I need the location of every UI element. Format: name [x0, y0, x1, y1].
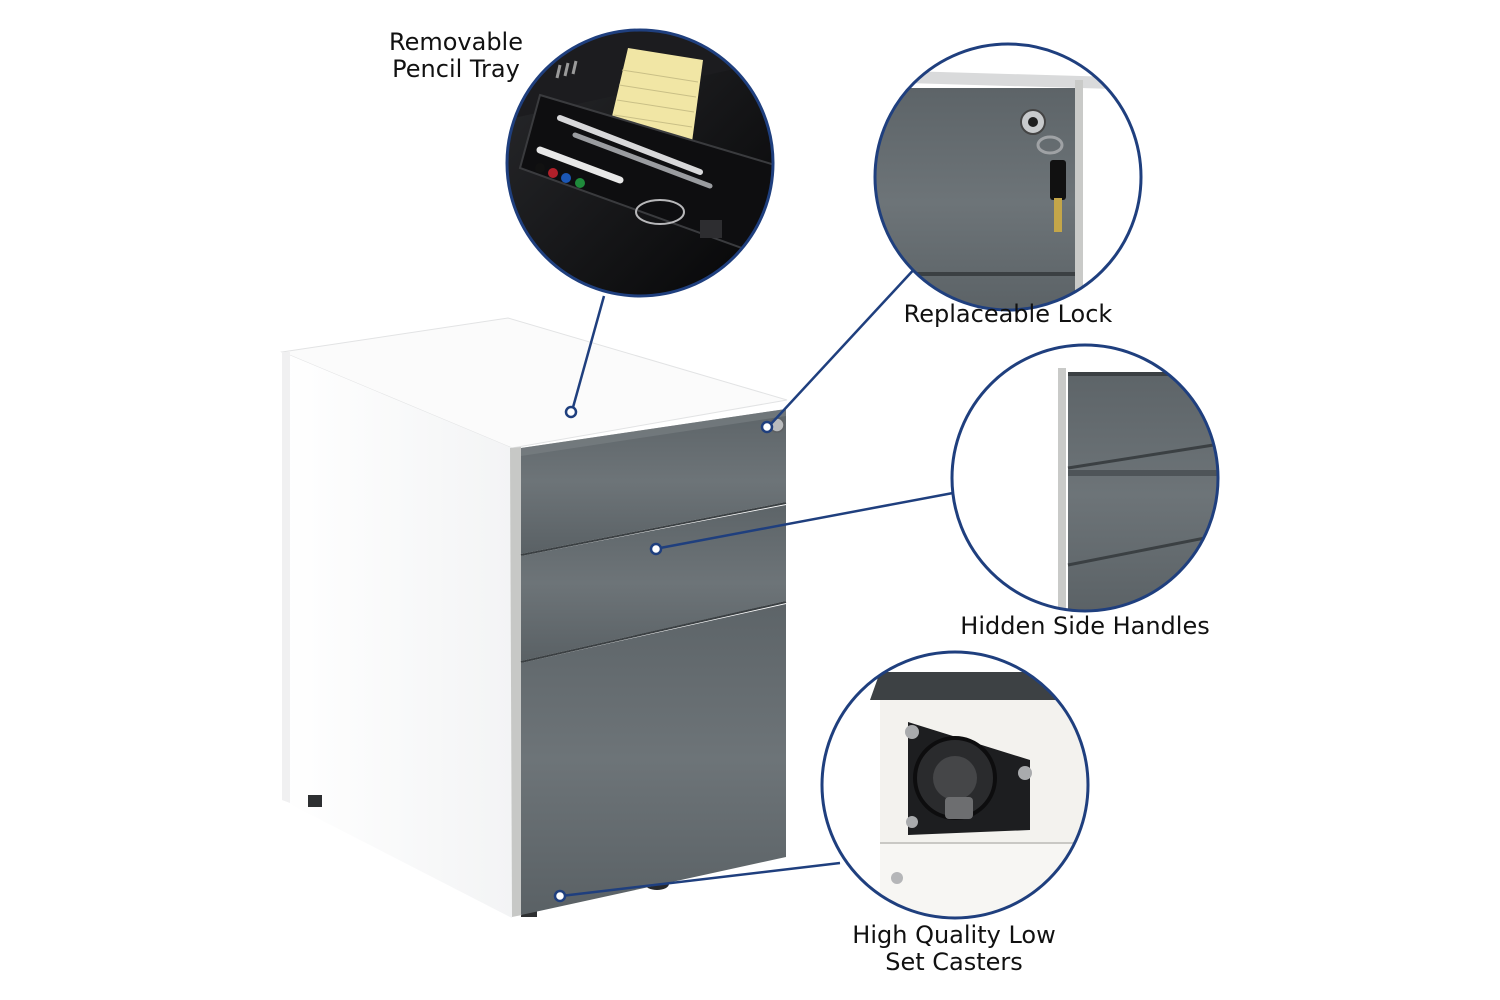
label-line: Pencil Tray: [392, 55, 520, 83]
label-line: Hidden Side Handles: [960, 612, 1210, 640]
callout-dot: [760, 420, 774, 434]
callout-dot: [649, 542, 663, 556]
label-line: Set Casters: [885, 948, 1023, 976]
callout-ring: [820, 650, 1090, 920]
callout-dot: [564, 405, 578, 419]
callout-ring: [873, 42, 1143, 312]
label-pencil-tray: Removable Pencil Tray: [366, 29, 546, 83]
filing-cabinet: [280, 317, 788, 918]
drawer-middle: [521, 505, 786, 661]
cabinet-front-edge: [510, 447, 522, 917]
label-line: Removable: [388, 28, 523, 56]
callout-side-handles: [950, 343, 1220, 613]
key: [1050, 160, 1066, 200]
label-casters: High Quality Low Set Casters: [823, 922, 1085, 976]
callout-ring: [950, 343, 1220, 613]
label-line: High Quality Low: [852, 921, 1056, 949]
cabinet-foot: [308, 795, 322, 807]
cabinet-top: [280, 317, 788, 449]
label-line: Replaceable Lock: [903, 300, 1113, 328]
callout-lock: [873, 42, 1143, 312]
callout-pencil-tray: [505, 28, 775, 298]
leader-lines: [560, 264, 954, 898]
callout-dot: [553, 889, 567, 903]
callout-casters: [820, 650, 1090, 920]
callout-ring: [505, 28, 775, 298]
label-side-handles: Hidden Side Handles: [940, 613, 1230, 640]
cabinet-side: [282, 352, 512, 918]
label-lock: Replaceable Lock: [880, 301, 1136, 328]
drawer-file: [521, 604, 786, 915]
callout-dots: [553, 405, 774, 903]
